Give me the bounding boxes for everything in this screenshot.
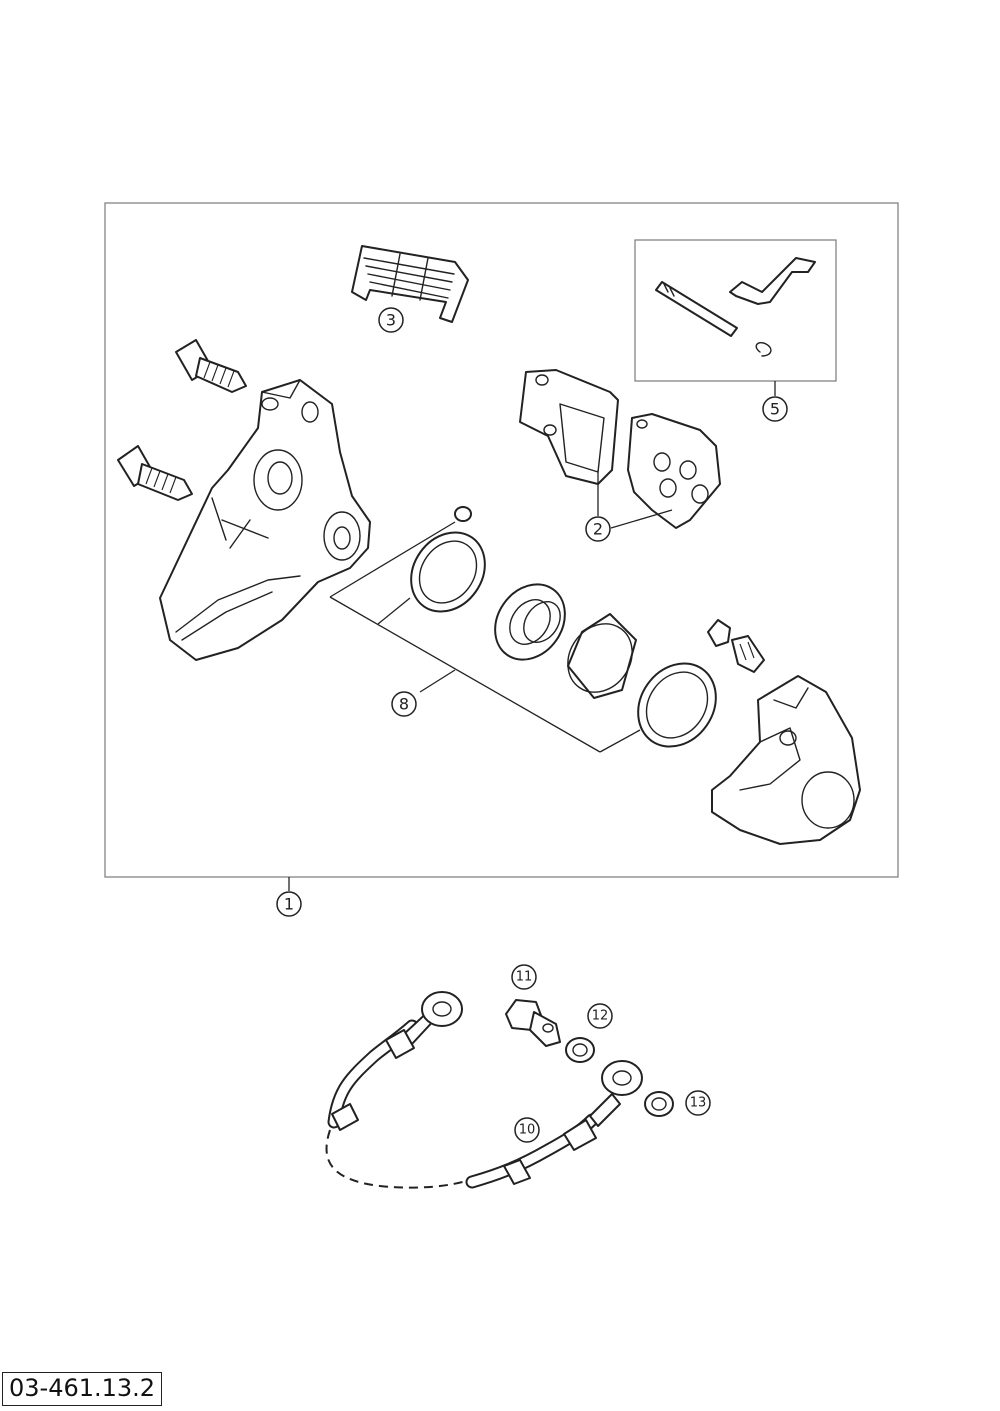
svg-text:11: 11 [516, 970, 533, 985]
callout-3: 3 [378, 307, 404, 333]
svg-text:2: 2 [593, 520, 603, 539]
svg-text:5: 5 [770, 400, 780, 419]
sealing-washer-upper [565, 1037, 595, 1063]
hardware-kit-frame [634, 239, 837, 382]
callout-2: 2 [585, 516, 611, 542]
brake-pad-right [627, 413, 721, 529]
banjo-bolt-part [505, 999, 561, 1047]
caliper-bracket-part [159, 379, 371, 661]
assembly-frame [104, 202, 899, 878]
leader-lines [288, 381, 776, 891]
spring-clip-part [351, 245, 469, 323]
brake-pad-left [519, 369, 619, 485]
drawing-code-label: 03-461.13.2 [2, 1372, 163, 1406]
svg-text:8: 8 [399, 695, 409, 714]
pin-and-spring-part [655, 257, 816, 357]
bleed-valve-part [707, 619, 765, 673]
sealing-washer-lower [644, 1091, 674, 1117]
caliper-piston [567, 613, 637, 699]
dust-seal [494, 583, 566, 661]
mounting-bolt-lower [117, 445, 193, 501]
svg-text:13: 13 [690, 1096, 707, 1111]
svg-text:3: 3 [386, 311, 396, 330]
svg-text:1: 1 [284, 895, 294, 914]
svg-text:10: 10 [519, 1123, 536, 1138]
seal-ring-left [410, 531, 486, 613]
callout-11: 11 [511, 964, 537, 990]
callout-13: 13 [685, 1090, 711, 1116]
callout-12: 12 [587, 1003, 613, 1029]
callout-10: 10 [514, 1117, 540, 1143]
mounting-bolt-upper [175, 339, 247, 393]
caliper-body-part [711, 675, 861, 845]
small-o-ring [454, 506, 472, 522]
svg-text:12: 12 [592, 1009, 609, 1024]
seal-ring-right [637, 662, 717, 748]
brake-hose-part [325, 991, 643, 1189]
callout-8: 8 [391, 691, 417, 717]
callout-1: 1 [276, 891, 302, 917]
callout-5: 5 [762, 396, 788, 422]
